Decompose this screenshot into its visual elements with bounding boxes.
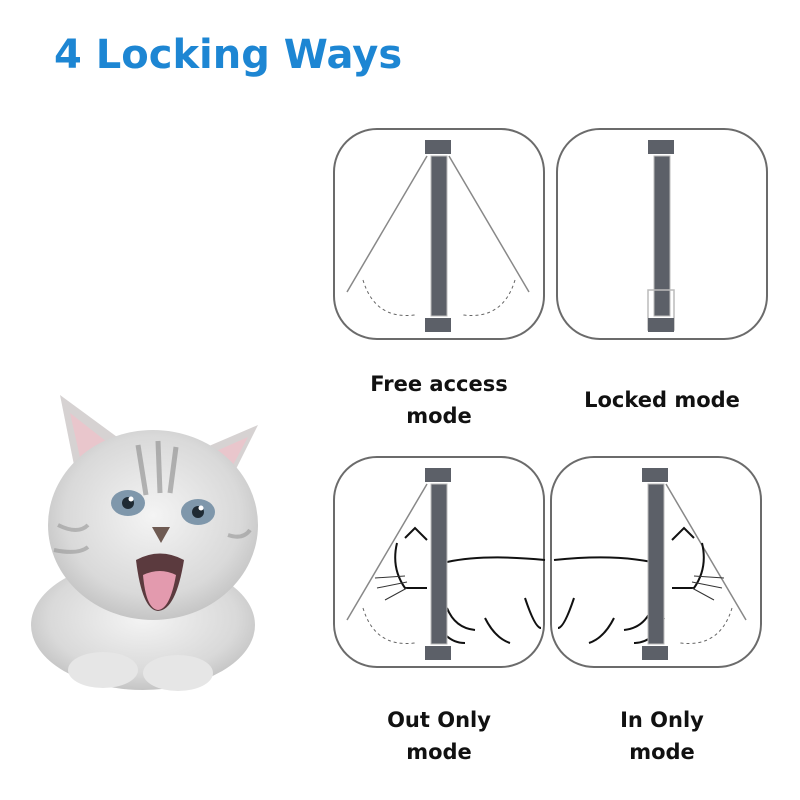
out-only-mode-diagram <box>333 456 546 668</box>
in-only-label-line1: In Only <box>620 708 704 732</box>
free-access-mode-label: Free access mode <box>333 368 545 432</box>
locked-mode-diagram <box>556 128 768 340</box>
free-access-label-line2: mode <box>406 404 472 428</box>
locked-mode-label: Locked mode <box>556 384 768 416</box>
out-only-label-line1: Out Only <box>387 708 491 732</box>
in-only-mode-diagram <box>550 456 762 668</box>
free-access-label-line1: Free access <box>370 372 508 396</box>
page-title: 4 Locking Ways <box>54 32 403 78</box>
out-only-label-line2: mode <box>406 740 472 764</box>
in-only-label-line2: mode <box>629 740 695 764</box>
free-access-mode-diagram <box>333 128 545 340</box>
locked-label-line1: Locked mode <box>584 388 740 412</box>
in-only-mode-label: In Only mode <box>556 704 768 768</box>
kitten-image <box>18 375 268 695</box>
out-only-mode-label: Out Only mode <box>333 704 545 768</box>
